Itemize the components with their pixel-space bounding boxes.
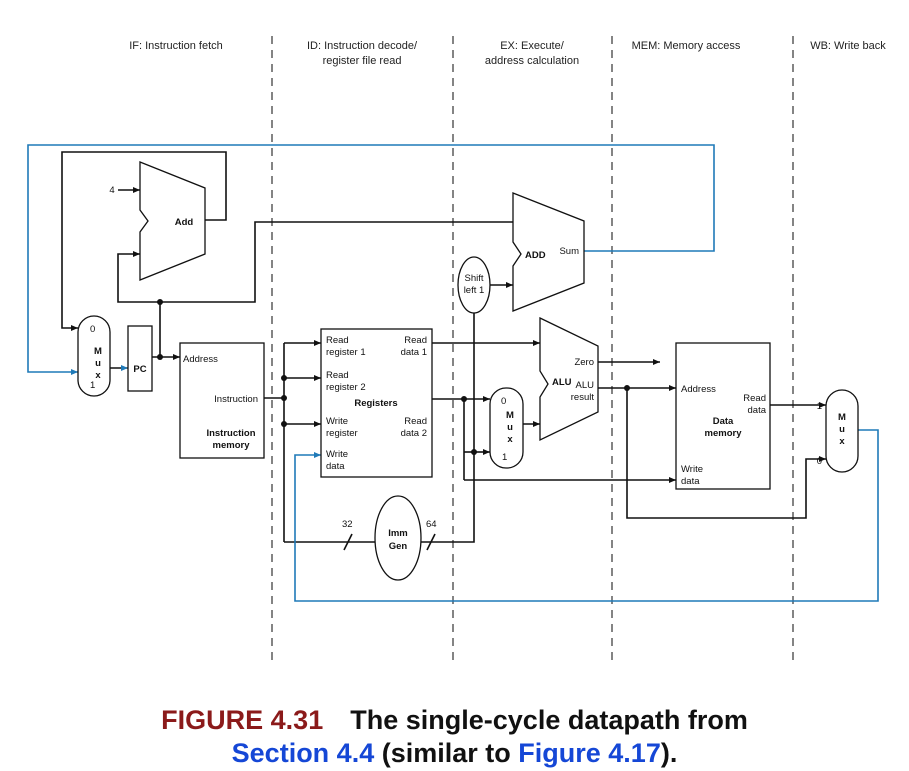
figure-caption-line2: Section 4.4 (similar to Figure 4.17). [0,736,909,770]
pc-mux-label-m: M [94,346,102,357]
section-reference-link[interactable]: Section 4.4 [231,738,375,768]
im-name-line1: Instruction [206,428,255,439]
imm-gen-line2: Gen [389,541,408,552]
dm-read-line1: Read [743,393,766,404]
figure-reference-link[interactable]: Figure 4.17 [518,738,661,768]
stage-if-label: IF: Instruction fetch [129,40,223,52]
reg-write-line1: Write [326,416,348,427]
reg-name: Registers [354,398,397,409]
dm-read-line2: data [748,405,767,416]
pc-mux-label-u: u [95,358,101,369]
wb-mux-input-1: 1 [817,401,822,412]
caption-title-part2: (similar to [381,738,511,768]
branch-adder-label: ADD [525,250,546,261]
register-file: Read register 1 Read register 2 Write re… [320,328,433,478]
data-memory: Address Read data Data memory Write data [675,342,771,490]
shift-line2: left 1 [464,285,485,296]
datapath-diagram: IF: Instruction fetch ID: Instruction de… [27,36,886,665]
alu-result-line1: ALU [576,380,595,391]
stage-id-label-line2: register file read [323,55,402,67]
pc-mux-label-x: x [95,370,101,381]
shift-left-unit: Shift left 1 [457,256,491,314]
dm-wdata-line1: Write [681,464,703,475]
wb-mux-input-0: 0 [817,456,822,467]
dm-name-line1: Data [713,416,734,427]
alu: ALU Zero ALU result [539,316,599,442]
bus-width-32-label: 32 [342,519,353,530]
dm-wdata-line2: data [681,476,700,487]
pc-adder-label: Add [175,217,194,228]
alu-mux-input-0: 0 [501,396,506,407]
reg-rd2-line1: Read [404,416,427,427]
dm-name-line2: memory [705,428,743,439]
im-name-line2: memory [213,440,251,451]
im-address-label: Address [183,354,218,365]
stage-ex-label-line1: EX: Execute/ [500,40,565,52]
arrowheads [71,187,826,483]
shift-line1: Shift [464,273,483,284]
stage-id-label-line1: ID: Instruction decode/ [307,40,418,52]
branch-adder: ADD Sum [512,192,585,312]
pc-adder: Add 4 [109,161,206,281]
alu-mux-label-u: u [507,422,513,433]
stage-dividers [271,36,794,665]
im-instruction-label: Instruction [214,394,258,405]
pc-register: PC [127,325,153,392]
bus-width-slash-64 [426,533,436,551]
wb-mux: 1 M u x 0 [817,389,859,473]
pc-mux: 0 M u x 1 [77,315,111,397]
alu-label: ALU [552,377,572,388]
caption-title-part3: ). [660,738,678,768]
alu-zero-label: Zero [574,357,594,368]
pc-label: PC [133,364,146,375]
wb-mux-label-u: u [839,424,845,435]
pc-mux-input-0: 0 [90,324,95,335]
reg-read1-line1: Read [326,335,349,346]
reg-write-line2: register [326,428,358,439]
instruction-memory: Address Instruction Instruction memory [179,342,265,459]
pc-mux-input-1: 1 [90,380,95,391]
reg-read1-line2: register 1 [326,347,366,358]
junction-dots [157,299,630,455]
reg-rd1-line1: Read [404,335,427,346]
figure-caption-line1: FIGURE 4.31 The single-cycle datapath fr… [0,703,909,737]
stage-mem-label: MEM: Memory access [632,40,741,52]
alu-mux-label-x: x [507,434,513,445]
dm-address-label: Address [681,384,716,395]
figure-label: FIGURE 4.31 [161,705,324,735]
alu-src-mux: 0 M u x 1 [489,387,524,469]
reg-read2-line1: Read [326,370,349,381]
blue-wires [27,144,879,602]
stage-ex-label-line2: address calculation [485,55,579,67]
reg-rd1-line2: data 1 [401,347,427,358]
reg-wdata-line2: data [326,461,345,472]
wb-mux-label-x: x [839,436,845,447]
constant-four-label: 4 [109,185,114,196]
reg-wdata-line1: Write [326,449,348,460]
branch-adder-sum-label: Sum [559,246,579,257]
stage-headers: IF: Instruction fetch ID: Instruction de… [129,40,886,67]
alu-mux-input-1: 1 [502,452,507,463]
bus-width-slash-32 [343,533,353,551]
imm-gen: Imm Gen [374,495,422,581]
imm-gen-line1: Imm [388,528,408,539]
reg-rd2-line2: data 2 [401,428,427,439]
wb-mux-label-m: M [838,412,846,423]
bus-width-64-label: 64 [426,519,437,530]
caption-title-part1: The single-cycle datapath from [350,705,748,735]
alu-mux-label-m: M [506,410,514,421]
alu-result-line2: result [571,392,595,403]
stage-wb-label: WB: Write back [810,40,886,52]
reg-read2-line2: register 2 [326,382,366,393]
